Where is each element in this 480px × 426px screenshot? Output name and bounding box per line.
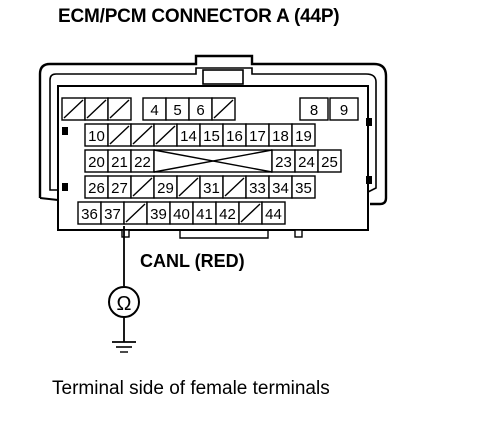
terminal-number: 19 <box>295 128 312 145</box>
terminal-number: 33 <box>249 180 266 197</box>
ground-icon <box>112 341 136 353</box>
unused-terminal-slash <box>132 177 153 197</box>
terminal-number: 25 <box>321 154 338 171</box>
caption: Terminal side of female terminals <box>52 378 330 399</box>
terminal-number: 21 <box>111 154 128 171</box>
terminal-number: 37 <box>104 206 121 223</box>
terminal-number: 23 <box>275 154 292 171</box>
terminal-8 <box>299 97 329 121</box>
terminal-number: 10 <box>88 128 105 145</box>
terminal-number: 9 <box>340 102 348 119</box>
terminal-44 <box>261 201 286 225</box>
unused-terminal-slash <box>63 99 84 119</box>
terminal-number: 22 <box>134 154 151 171</box>
terminal-number: 39 <box>150 206 167 223</box>
wire-label: CANL (RED) <box>140 251 245 271</box>
terminal-number: 44 <box>265 206 282 223</box>
terminal-35 <box>291 175 316 199</box>
connector-housing-inner <box>49 67 377 193</box>
terminal-25 <box>317 149 342 173</box>
terminal-number: 17 <box>249 128 266 145</box>
terminal-number: 14 <box>180 128 197 145</box>
terminal-9 <box>329 97 359 121</box>
unused-terminal-slash <box>86 99 107 119</box>
terminal-number: 24 <box>298 154 315 171</box>
terminal-number: 26 <box>88 180 105 197</box>
blank-zone-cross <box>153 149 273 173</box>
unused-terminal-slash <box>178 177 199 197</box>
unused-terminal-slash <box>224 177 245 197</box>
terminal-number: 35 <box>295 180 312 197</box>
unused-terminal-slash <box>132 125 153 145</box>
terminal-number: 5 <box>173 102 181 119</box>
connector-latch <box>202 69 244 85</box>
terminal-number: 31 <box>203 180 220 197</box>
unused-terminal-slash <box>213 99 234 119</box>
unused-terminal-slash <box>125 203 146 223</box>
unused-terminal-slash <box>240 203 261 223</box>
terminal-number: 42 <box>219 206 236 223</box>
terminal-number: 18 <box>272 128 289 145</box>
connector-title: ECM/PCM CONNECTOR A (44P) <box>58 6 340 27</box>
terminal-19 <box>291 123 316 147</box>
terminal-number: 34 <box>272 180 289 197</box>
connector-housing <box>38 54 388 206</box>
terminal-number: 36 <box>81 206 98 223</box>
terminal-number: 27 <box>111 180 128 197</box>
terminal-number: 8 <box>310 102 318 119</box>
unused-terminal-slash <box>109 99 130 119</box>
terminal-number: 16 <box>226 128 243 145</box>
terminal-number: 29 <box>157 180 174 197</box>
unused-terminal-slash <box>155 125 176 145</box>
terminal-number: 20 <box>88 154 105 171</box>
terminal-number: 40 <box>173 206 190 223</box>
unused-terminal-slash <box>109 125 130 145</box>
ohm-symbol: Ω <box>117 293 132 315</box>
terminal-number: 4 <box>150 102 158 119</box>
terminal-number: 15 <box>203 128 220 145</box>
terminal-number: 6 <box>196 102 204 119</box>
terminal-number: 41 <box>196 206 213 223</box>
